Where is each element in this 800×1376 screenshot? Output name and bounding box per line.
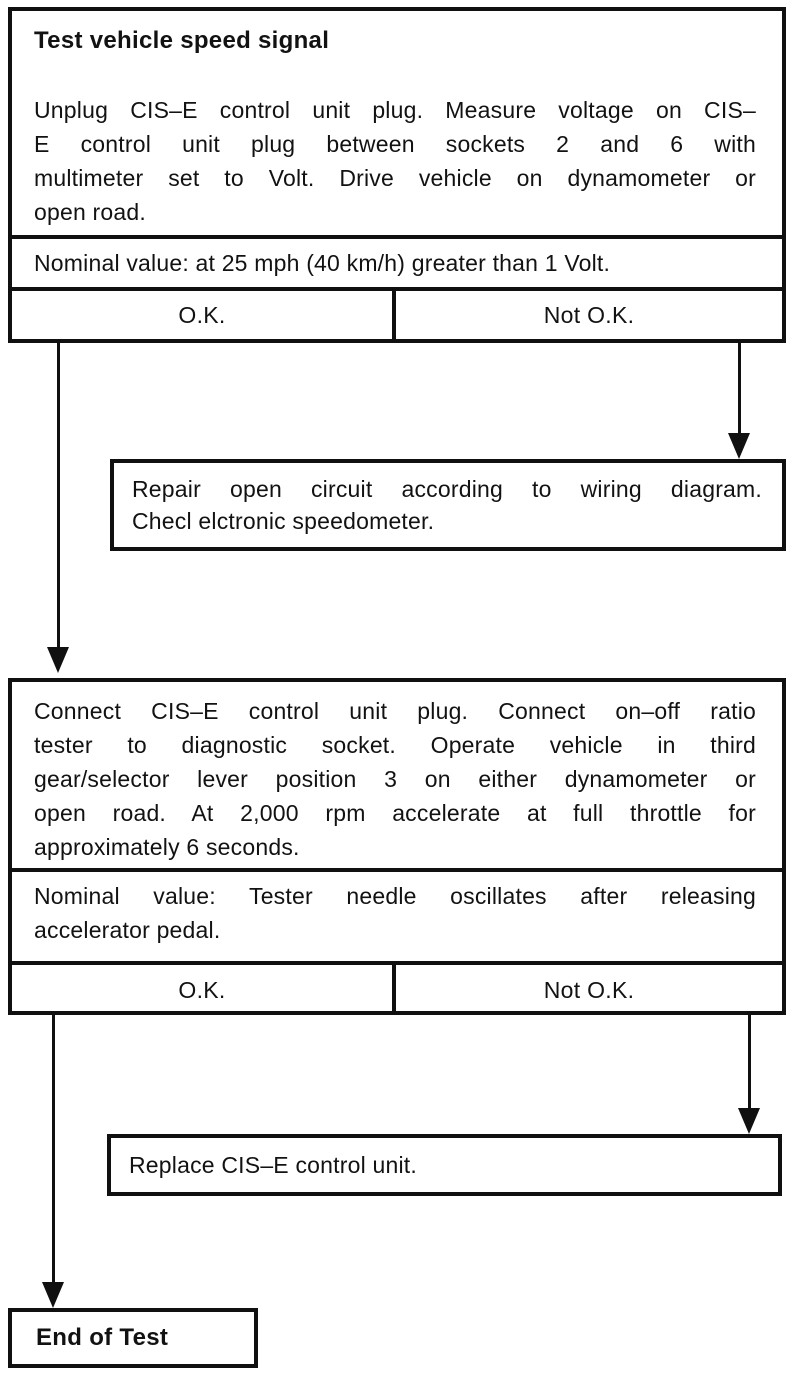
step2-ok-cell: O.K.	[12, 965, 396, 1015]
divider	[12, 235, 782, 239]
flow-line-ok-1	[57, 343, 60, 647]
step1-body-line: multimeter set to Volt. Drive vehicle on…	[34, 165, 756, 191]
step1-test-box: Test vehicle speed signal Unplug CIS–E c…	[8, 7, 786, 343]
step1-body-line: open road.	[34, 199, 146, 225]
divider	[12, 287, 782, 291]
step2-not-ok-cell: Not O.K.	[543, 976, 635, 1003]
divider	[12, 961, 782, 965]
step1-title: Test vehicle speed signal	[34, 27, 330, 54]
step2-test-box: Connect CIS–E control unit plug. Connect…	[8, 678, 786, 1015]
step2-nominal-line: Nominal value: Tester needle oscillates …	[34, 883, 756, 909]
step1-body-line: E control unit plug between sockets 2 an…	[34, 131, 756, 157]
step1-ok-cell: O.K.	[12, 291, 396, 339]
divider	[12, 868, 782, 872]
arrow-down-not-ok-1	[728, 433, 750, 459]
replace-text: Replace CIS–E control unit.	[129, 1152, 417, 1178]
step1-body-line: Unplug CIS–E control unit plug. Measure …	[34, 97, 756, 123]
step2-body-line: Connect CIS–E control unit plug. Connect…	[34, 698, 756, 724]
repair-line: Checl elctronic speedometer.	[132, 508, 435, 534]
flow-line-not-ok-2	[748, 1015, 751, 1108]
step2-body-line: approximately 6 seconds.	[34, 834, 300, 860]
end-of-test-label: End of Test	[36, 1324, 169, 1351]
step2-body-line: tester to diagnostic socket. Operate veh…	[34, 732, 756, 758]
arrow-down-ok-1	[47, 647, 69, 673]
arrow-down-not-ok-2	[738, 1108, 760, 1134]
step2-body-line: gear/selector lever position 3 on either…	[34, 766, 756, 792]
arrow-down-ok-2	[42, 1282, 64, 1308]
step2-nominal-line: accelerator pedal.	[34, 917, 221, 943]
end-of-test-box: End of Test	[8, 1308, 258, 1368]
step1-nominal-value: Nominal value: at 25 mph (40 km/h) great…	[34, 250, 611, 276]
step2-body-line: open road. At 2,000 rpm accelerate at fu…	[34, 800, 756, 826]
repair-action-box: Repair open circuit according to wiring …	[110, 459, 786, 551]
replace-action-box: Replace CIS–E control unit.	[107, 1134, 782, 1196]
flow-line-ok-2	[52, 1015, 55, 1282]
flow-line-not-ok-1	[738, 343, 741, 433]
repair-line: Repair open circuit according to wiring …	[132, 476, 762, 502]
step1-not-ok-cell: Not O.K.	[543, 301, 635, 328]
